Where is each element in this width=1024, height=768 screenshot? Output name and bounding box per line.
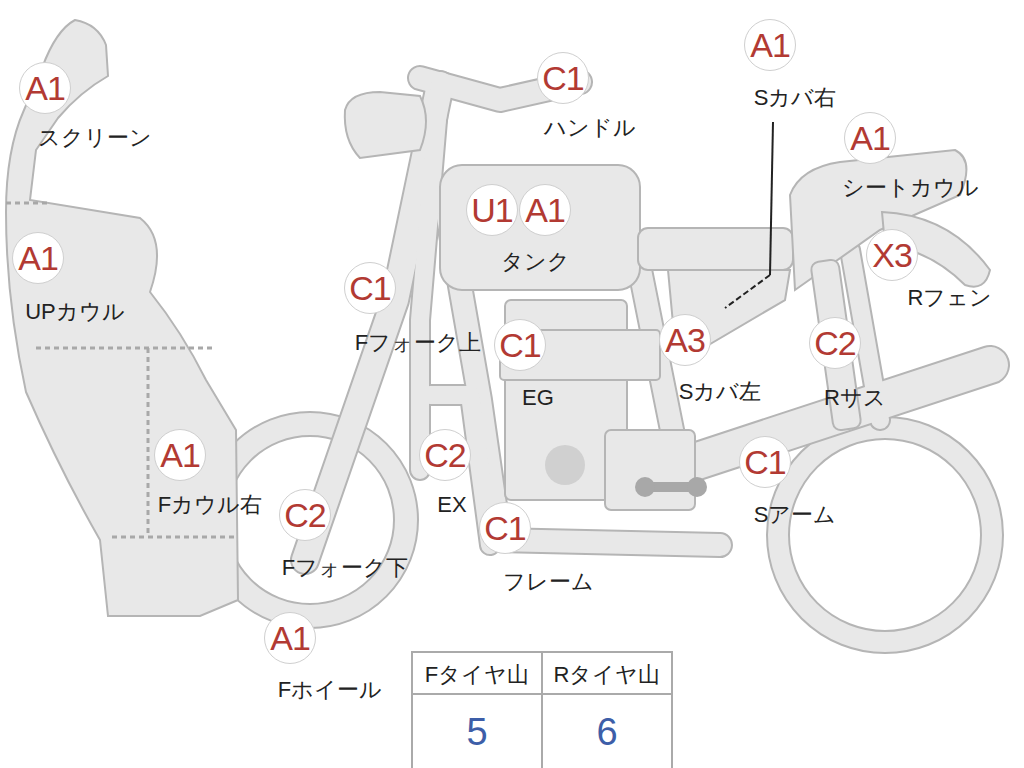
- callout-circle: C1: [494, 319, 546, 371]
- part-name: EG: [522, 386, 554, 410]
- callout-circle: A3: [659, 314, 711, 366]
- damage-code: C1: [484, 511, 525, 545]
- damage-code: A1: [25, 71, 65, 105]
- part-name: Fカウル右: [158, 493, 262, 517]
- part-name: スクリーン: [38, 126, 152, 150]
- callout-circle: C2: [279, 489, 331, 541]
- callout-circle: A1: [12, 232, 64, 284]
- damage-code: U1: [471, 193, 512, 227]
- damage-code: A1: [270, 621, 310, 655]
- damage-code: A1: [850, 121, 890, 155]
- part-name: Sアーム: [754, 503, 837, 527]
- callout-circle: A1: [19, 62, 71, 114]
- damage-code: A1: [160, 438, 200, 472]
- damage-code: C2: [814, 326, 855, 360]
- table-cell: Fタイヤ山: [425, 663, 529, 687]
- callout-circle: C2: [419, 429, 471, 481]
- damage-code: C1: [542, 61, 583, 95]
- damage-code: C2: [424, 438, 465, 472]
- damage-code: A1: [525, 193, 565, 227]
- part-name: Rフェン: [908, 286, 993, 310]
- part-name: タンク: [501, 250, 570, 274]
- part-name: ハンドル: [544, 116, 636, 140]
- callout-circle: C1: [739, 436, 791, 488]
- part-name: Sカバ左: [679, 380, 762, 404]
- callout-circle: C1: [479, 502, 531, 554]
- part-name: シートカウル: [842, 176, 979, 200]
- callout-circle: U1: [466, 184, 518, 236]
- damage-code: X3: [872, 238, 912, 272]
- callout-circle: A1: [264, 612, 316, 664]
- part-name: Fフォーク上: [355, 331, 481, 355]
- part-name: Rサス: [824, 386, 886, 410]
- part-name: Sカバ右: [754, 86, 837, 110]
- callout-circle: A1: [744, 19, 796, 71]
- damage-code: C1: [349, 271, 390, 305]
- damage-code: A3: [665, 323, 705, 357]
- part-name: Fフォーク下: [282, 556, 408, 580]
- callout-circle: C1: [344, 262, 396, 314]
- table-cell: 5: [466, 712, 487, 754]
- callout-circle: A1: [154, 429, 206, 481]
- table-cell: Rタイヤ山: [554, 663, 661, 687]
- part-name: UPカウル: [25, 300, 125, 324]
- callout-circle: C1: [537, 52, 589, 104]
- callout-circle: X3: [866, 229, 918, 281]
- callout-circle: A1: [519, 184, 571, 236]
- part-name: フレーム: [503, 570, 594, 594]
- damage-code: C1: [744, 445, 785, 479]
- callout-circle: C2: [809, 317, 861, 369]
- table-cell: 6: [596, 712, 617, 754]
- callout-circle: A1: [844, 112, 896, 164]
- damage-code: A1: [750, 28, 790, 62]
- damage-code: C1: [499, 328, 540, 362]
- part-name: Fホイール: [278, 678, 382, 702]
- damage-code: C2: [284, 498, 325, 532]
- part-name: EX: [437, 493, 466, 517]
- damage-code: A1: [18, 241, 58, 275]
